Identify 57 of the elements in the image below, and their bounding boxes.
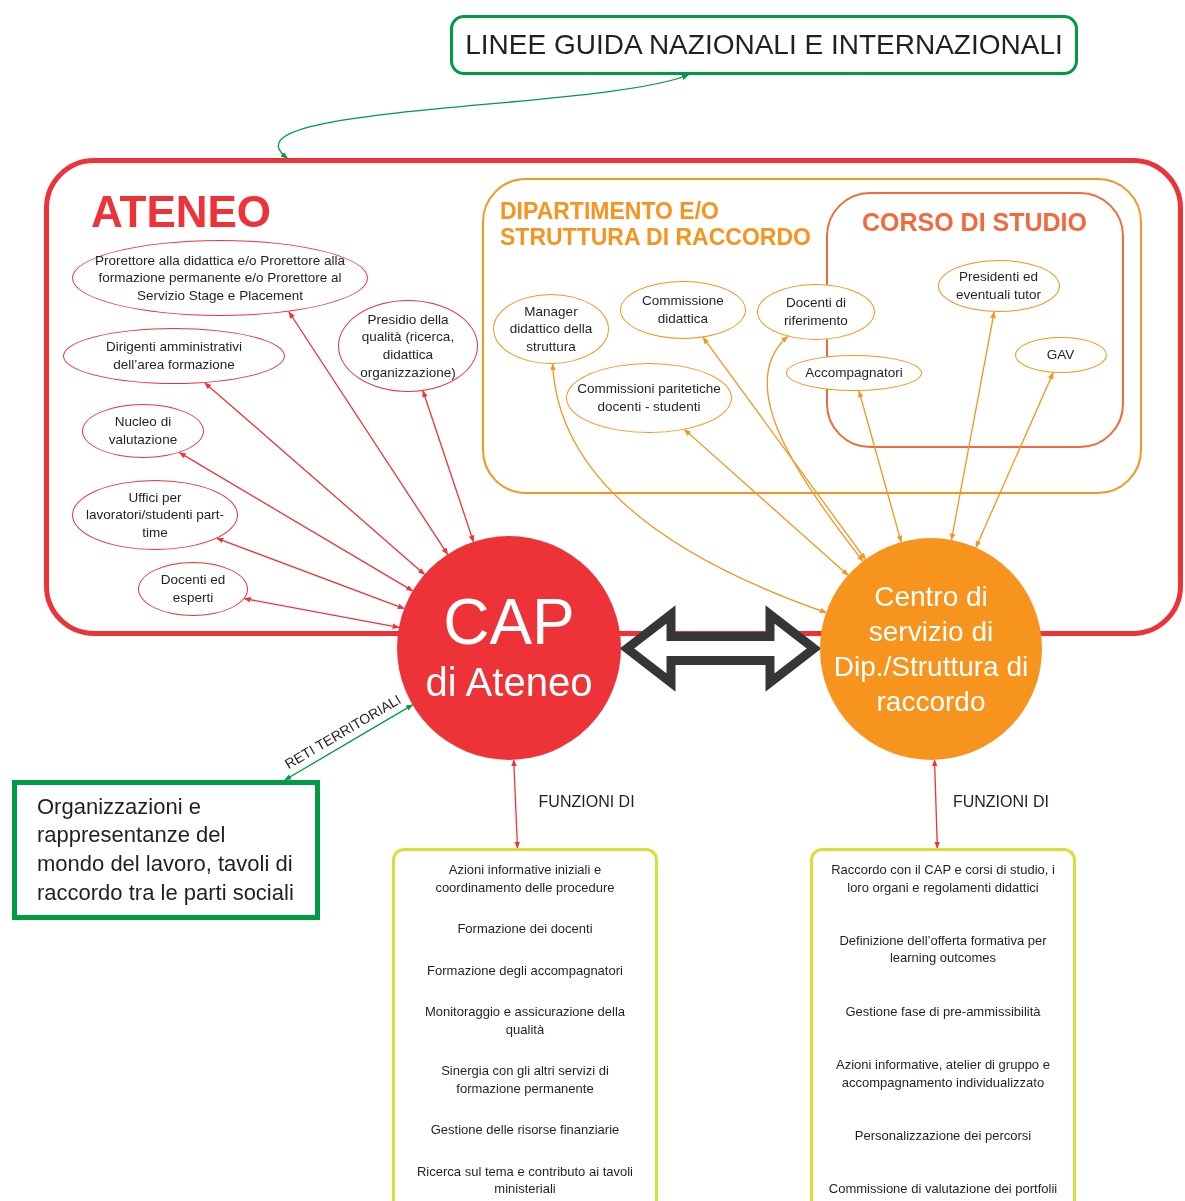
role-label: Accompagnatori (805, 364, 903, 382)
double-arrow (619, 605, 822, 692)
connector-arrow (204, 382, 426, 576)
role-label: Nucleo di valutazione (107, 413, 179, 449)
function-item: Personalizzazione dei percorsi (854, 1127, 1032, 1145)
connector-arrow (683, 429, 849, 576)
connector-arrow (931, 759, 940, 849)
service-title: Centro di servizio di Dip./Struttura di raccordo (832, 580, 1030, 719)
functions-box (810, 848, 1076, 1201)
function-item: Formazione degli accompagnatori (427, 961, 623, 980)
group-title: CORSO DI STUDIO (862, 208, 1088, 237)
service-title: CAP (443, 589, 575, 657)
connector-arrow (288, 311, 449, 555)
function-item: Definizione dell’offerta formativa per learning outcomes (838, 931, 1048, 967)
connector-arrow (766, 335, 864, 562)
role-label: Presidenti ed eventuali tutor (955, 267, 1042, 304)
role-label: Manager didattico della struttura (508, 302, 594, 356)
connector-arrow (975, 372, 1054, 549)
role-label: Dirigenti amministrativi dell’area formazione (105, 338, 243, 374)
role-label: Uffici per lavoratori/studenti part-time (84, 488, 226, 542)
role-label: Commissioni paritetiche docenti - studenti (576, 380, 722, 416)
role-ellipse (566, 363, 732, 433)
info-box (450, 15, 1078, 75)
group-title: DIPARTIMENTO E/O STRUTTURA DI RACCORDO (500, 198, 812, 251)
function-item: Ricerca sul tema e contributo ai tavoli ministeriali (415, 1162, 634, 1198)
connector-arrow (550, 363, 827, 614)
role-label: GAV (1046, 345, 1075, 364)
function-item: Gestione fase di pre-ammissibilità (845, 1002, 1041, 1021)
functions-box (392, 848, 658, 1201)
group-frame (482, 178, 1142, 494)
connector-arrow (422, 390, 475, 543)
function-item: Sinergia con gli altri servizi di formazione permanente (440, 1062, 610, 1098)
connector-arrow (284, 704, 414, 781)
function-item: Azioni informative iniziali e coordinamento delle procedure (434, 861, 616, 897)
info-box (12, 780, 320, 920)
group-title: ATENEO (91, 187, 273, 238)
function-item: Commissione di valutazione dei portfolii (828, 1180, 1058, 1198)
connector-arrow (277, 74, 689, 159)
connector-arrow (216, 537, 405, 610)
role-label: Docenti ed esperti (159, 571, 227, 607)
box-text: Organizzazioni e rappresentanze del mondo del lavoro, tavoli di raccordo tra le parti sociali (37, 792, 295, 907)
role-label: Commissione didattica (641, 292, 725, 328)
box-text: LINEE GUIDA NAZIONALI E INTERNAZIONALI (465, 27, 1063, 62)
connector-arrow (243, 597, 400, 630)
function-item: Raccordo con il CAP e corsi di studio, i loro organi e regolamenti didattici (830, 861, 1056, 897)
service-title: di Ateneo (424, 658, 594, 706)
role-label: Docenti di riferimento (783, 294, 849, 330)
function-item: Azioni informative, atelier di gruppo e accompagnamento individualizzato (835, 1056, 1051, 1092)
connector-arrow (178, 452, 414, 592)
function-item: Gestione delle risorse finanziarie (430, 1121, 620, 1139)
role-label: Prorettore alla didattica e/o Prorettore alla formazione permanente e/o Prorettore al Servizio Stage e Placement (94, 251, 346, 305)
connector-arrow (949, 311, 996, 541)
function-item: Formazione dei docenti (457, 920, 593, 938)
function-item: Monitoraggio e assicurazione della qualità (423, 1003, 627, 1039)
role-label: Presidio della qualità (ricerca, didattica organizzazione) (359, 310, 457, 382)
connector-arrow (858, 390, 903, 543)
connector-arrow (511, 759, 520, 849)
